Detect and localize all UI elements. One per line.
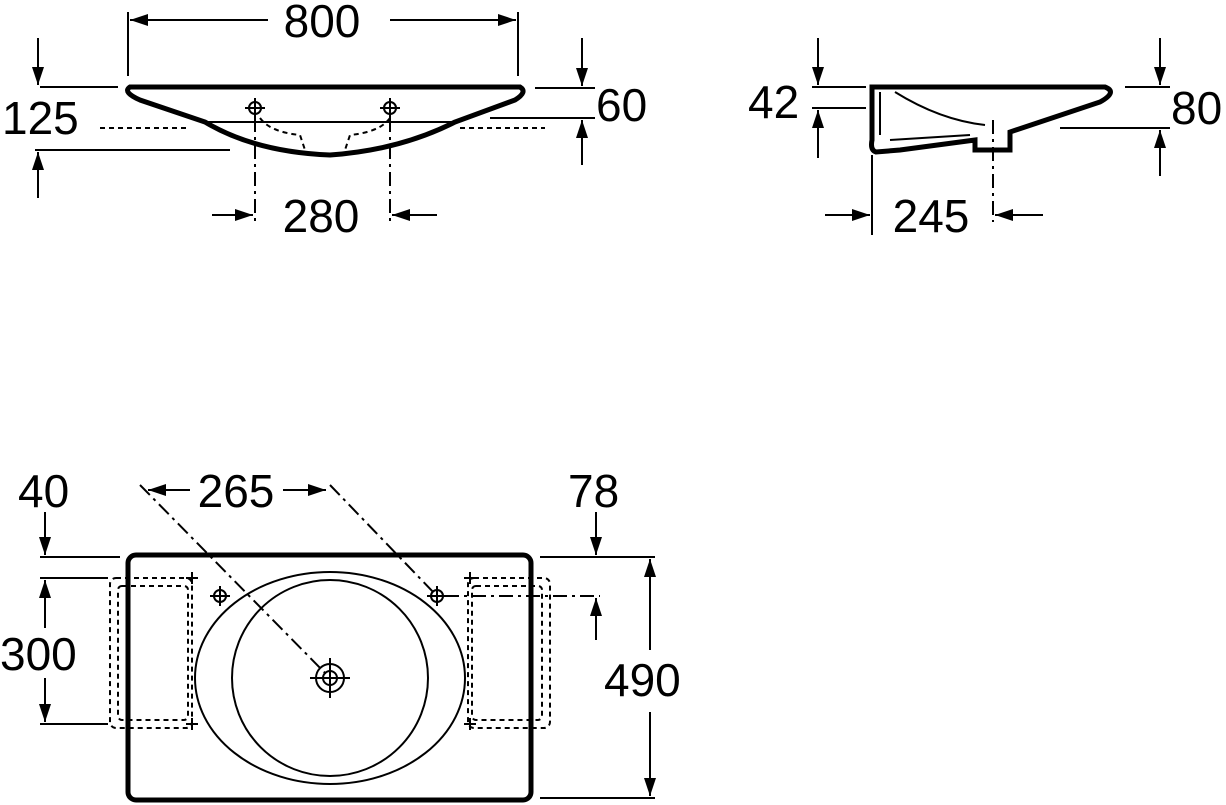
side-bracket-line	[889, 134, 971, 141]
arrow-left-icon	[995, 209, 1013, 221]
arrow-up-icon	[576, 120, 588, 138]
arrow-up-icon	[590, 598, 602, 616]
arrow-down-icon	[644, 778, 656, 796]
dim-40-label: 40	[18, 465, 69, 517]
mount-hole-icon	[186, 718, 198, 730]
bracket-right-inner-dashed	[471, 585, 543, 721]
dim-125-label: 125	[2, 92, 79, 144]
arrow-up-icon	[812, 110, 824, 128]
arrow-up-icon	[32, 152, 44, 170]
arrow-right-icon	[235, 209, 253, 221]
plan-view: 265 40 300 78 490	[0, 465, 681, 803]
tap-hole-left-icon	[210, 586, 230, 606]
dim-80-label: 80	[1171, 82, 1222, 134]
dim-78-label: 78	[568, 465, 619, 517]
arrow-down-icon	[576, 68, 588, 86]
arrow-down-icon	[39, 537, 51, 555]
dim-245-label: 245	[893, 190, 970, 242]
tap-hole-right-icon	[380, 98, 400, 118]
centerline-diagonal-right	[329, 484, 438, 597]
dim-490-label: 490	[604, 654, 681, 706]
bracket-left-dashed	[109, 577, 193, 729]
arrow-up-icon	[1154, 130, 1166, 148]
dim-265-label: 265	[198, 465, 275, 517]
front-view: 800 125 60 280	[2, 0, 647, 242]
bracket-left-inner-dashed	[117, 585, 189, 721]
mount-hole-icon	[186, 572, 198, 584]
arrow-down-icon	[39, 704, 51, 722]
dim-42-label: 42	[748, 76, 799, 128]
mount-hole-icon	[464, 718, 476, 730]
bracket-right-dashed	[467, 577, 551, 729]
arrow-up-icon	[39, 580, 51, 598]
side-basin-outline	[869, 84, 1113, 155]
dim-300-label: 300	[0, 628, 77, 680]
hidden-pipe-right	[344, 117, 391, 151]
tap-hole-left-icon	[245, 98, 265, 118]
plan-bowl-inner	[231, 579, 429, 777]
hidden-pipe-left	[259, 117, 306, 151]
plan-basin-outline	[125, 552, 534, 803]
side-bowl-curve	[894, 91, 986, 126]
arrow-left-icon	[130, 14, 148, 26]
arrow-up-icon	[644, 559, 656, 577]
centerline-diagonal-left	[139, 484, 331, 679]
dim-280-label: 280	[283, 190, 360, 242]
arrow-down-icon	[1154, 67, 1166, 85]
arrow-down-icon	[590, 537, 602, 555]
arrow-right-icon	[498, 14, 516, 26]
mount-hole-icon	[464, 572, 476, 584]
side-view: 42 80 245	[748, 38, 1222, 242]
arrow-down-icon	[812, 67, 824, 85]
dim-800-label: 800	[284, 0, 361, 47]
arrow-left-icon	[148, 484, 166, 496]
arrow-right-icon	[308, 484, 326, 496]
arrow-down-icon	[32, 67, 44, 85]
plan-bowl-outer	[194, 571, 466, 785]
arrow-left-icon	[392, 209, 410, 221]
arrow-right-icon	[852, 209, 870, 221]
dim-60-label: 60	[596, 79, 647, 131]
